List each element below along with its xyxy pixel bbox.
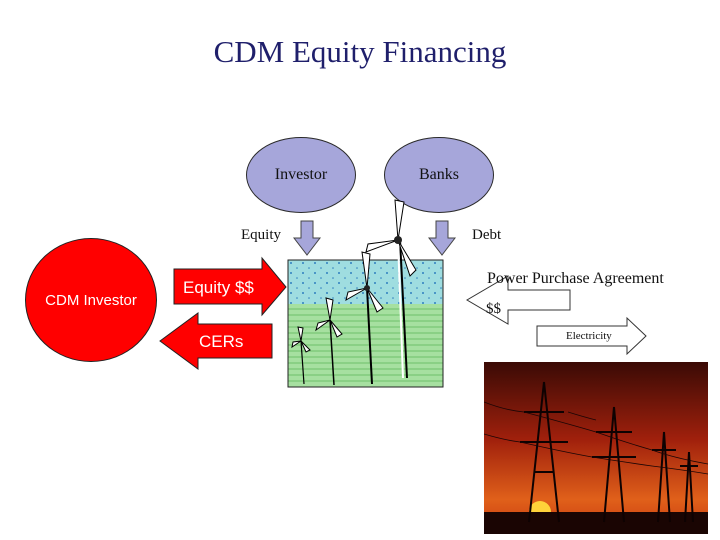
cdm-investor-node: CDM Investor [25,238,157,362]
cers-label: CERs [199,332,244,351]
equity-dollars-arrow [173,256,287,317]
cdm-investor-label: CDM Investor [45,291,137,309]
ppa-arrow [466,275,571,325]
debt-label: Debt [472,227,502,243]
ppa-label: Power Purchase Agreement [487,270,664,287]
cers-arrow [159,312,273,370]
electricity-arrow [536,316,647,356]
investor-node: Investor [246,137,356,213]
debt-down-arrow [427,220,457,256]
equity-label: Equity [241,227,281,243]
page-title: CDM Equity Financing [213,34,507,69]
power-lines-sunset-icon [484,362,708,534]
investor-label: Investor [274,166,328,183]
banks-node: Banks [384,137,494,213]
ppa-dollars-label: $$ [486,301,501,317]
equity-dollars-label: Equity $$ [183,278,254,297]
banks-label: Banks [419,166,459,183]
electricity-label: Electricity [566,330,612,342]
equity-down-arrow [292,220,322,256]
